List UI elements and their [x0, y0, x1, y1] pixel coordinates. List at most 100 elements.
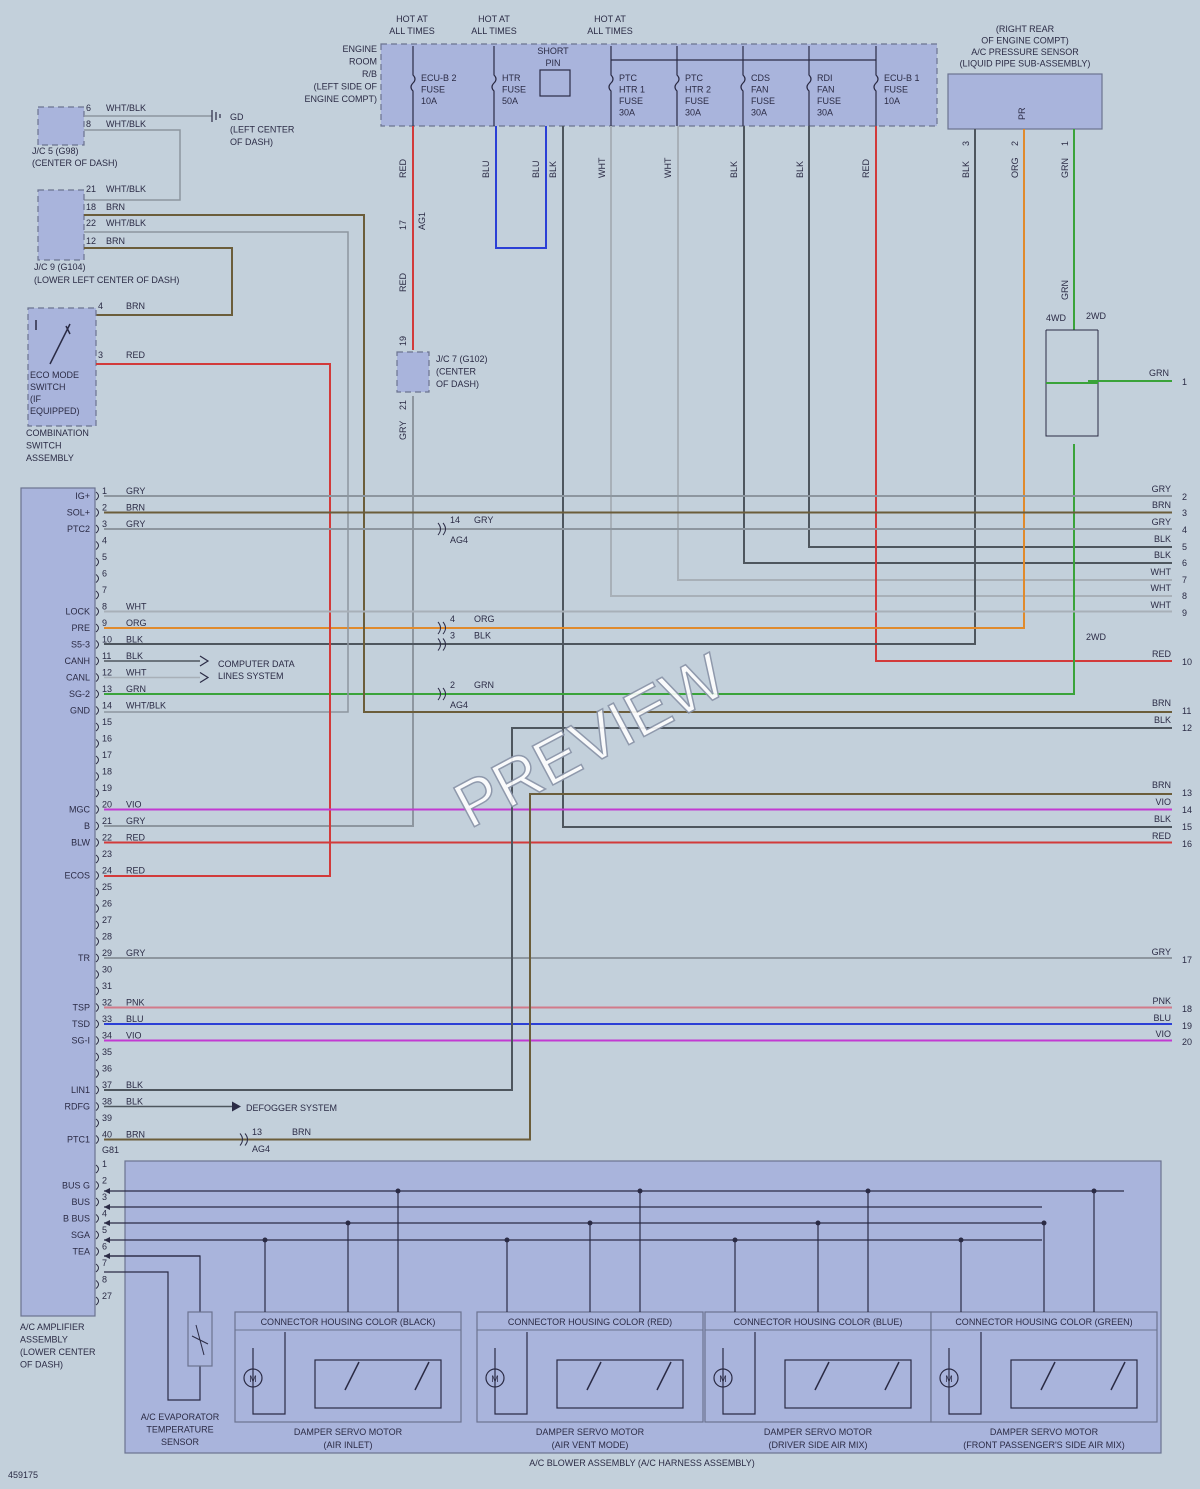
pin-name-tsd: TSD	[72, 1019, 91, 1029]
pin-number: 22	[86, 218, 96, 228]
wire-color-label: BLK	[1154, 550, 1171, 560]
wire-color-label: PNK	[1152, 996, 1171, 1006]
pin-bracket	[95, 1036, 99, 1045]
wire-color-label: RED	[126, 866, 146, 876]
relay-block-label: ROOM	[349, 57, 377, 67]
pin-bracket	[95, 557, 99, 567]
pin-bracket	[95, 1003, 99, 1012]
wd-label: 2WD	[1086, 632, 1107, 642]
pin-number: 6	[86, 103, 91, 113]
pressure-sensor-title: A/C PRESSURE SENSOR	[971, 47, 1079, 57]
wire-color-label: RED	[1152, 649, 1172, 659]
evap-sensor-label: A/C EVAPORATOR	[141, 1412, 220, 1422]
pin-name-sg-2: SG-2	[69, 689, 90, 699]
pin-number: 24	[102, 866, 112, 876]
wire-blk-lin1	[104, 727, 1172, 1091]
pin-bracket	[95, 937, 99, 946]
blower-assembly-label: A/C BLOWER ASSEMBLY (A/C HARNESS ASSEMBL…	[529, 1458, 755, 1468]
pin-number: 8	[86, 119, 91, 129]
pin-number: 7	[102, 585, 107, 595]
wire-color-label: GRY	[1152, 517, 1171, 527]
pin-bracket	[95, 772, 99, 781]
servo-name: (FRONT PASSENGER'S SIDE AIR MIX)	[963, 1440, 1124, 1450]
pin-number: 12	[102, 668, 112, 678]
wire-color-label: BRN	[106, 236, 125, 246]
pin-number: 38	[102, 1097, 112, 1107]
pin-bracket	[95, 854, 99, 864]
fuse-label: CDS	[751, 73, 770, 83]
wire-color-label: BLK	[126, 635, 143, 645]
fuse-label: FUSE	[884, 85, 908, 95]
connector-pin-number: 4	[1182, 525, 1187, 535]
pin-number: 17	[102, 750, 112, 760]
wire-grn-sg2	[104, 444, 1075, 695]
wire-color-label: WHT/BLK	[106, 218, 146, 228]
amplifier-label: (LOWER CENTER	[20, 1347, 96, 1357]
pin-name-canl: CANL	[66, 673, 90, 683]
fuse-symbol	[491, 46, 497, 126]
motor-wire	[948, 1332, 982, 1415]
servo-name: (AIR VENT MODE)	[552, 1440, 629, 1450]
pin-number: 30	[102, 965, 112, 975]
wire-color-label: WHT	[1151, 600, 1172, 610]
pin-number: 27	[102, 915, 112, 925]
fuse-label: HTR 1	[619, 85, 645, 95]
wire-color-label: GRY	[1152, 484, 1171, 494]
arrow-icon	[104, 1188, 110, 1194]
wire-color-label: GRY	[474, 515, 493, 525]
fuse-label: RDI	[817, 73, 833, 83]
pin-bracket	[95, 706, 99, 715]
fuse-label: PTC	[685, 73, 704, 83]
servo-switch-group	[556, 1359, 684, 1409]
pin-name-lin1: LIN1	[71, 1085, 90, 1095]
connector-pin-number: 8	[1182, 591, 1187, 601]
pin-name: BUS G	[62, 1181, 90, 1191]
pin-number: 22	[102, 833, 112, 843]
wire-color-label: BLK	[126, 651, 143, 661]
wire-color-label: WHT	[1151, 567, 1172, 577]
fuse-label: 30A	[817, 108, 833, 118]
junction-dot	[504, 1237, 510, 1243]
pin-bracket	[95, 1197, 99, 1207]
pin-name-tr: TR	[78, 953, 90, 963]
pin-number: 21	[102, 816, 112, 826]
defogger-label: DEFOGGER SYSTEM	[246, 1103, 337, 1113]
wire-color-label: WHT/BLK	[106, 184, 146, 194]
pin-number: 18	[86, 202, 96, 212]
pin-bracket	[95, 1214, 99, 1223]
pin-number: 36	[102, 1064, 112, 1074]
connector-pin-number: 9	[1182, 608, 1187, 618]
pin-number: 3	[450, 631, 455, 641]
pin-bracket	[95, 904, 99, 913]
wire-color-label: BLK	[1154, 814, 1171, 824]
pin-name-b: B	[84, 821, 90, 831]
fuse-label: 30A	[751, 108, 767, 118]
wire-color-label: GRY	[398, 421, 408, 440]
pin-bracket	[95, 1296, 99, 1306]
fuse-label: FAN	[751, 85, 769, 95]
fuse-label: 50A	[502, 96, 518, 106]
fuse-label: FUSE	[502, 85, 526, 95]
connector-pin-number: 2	[1182, 492, 1187, 502]
connector-id: AG4	[450, 535, 468, 545]
wire-color-label: WHT/BLK	[106, 119, 146, 129]
wire-color-label: RED	[126, 833, 146, 843]
junction-dot	[637, 1188, 643, 1194]
splice-symbol	[239, 1133, 248, 1146]
wire-color-label: RED	[1152, 831, 1172, 841]
pin-bracket	[95, 1280, 99, 1289]
pressure-sensor-title: OF ENGINE COMPT)	[981, 36, 1069, 46]
pin-bracket	[95, 722, 99, 732]
wire-color-label: BRN	[1152, 698, 1171, 708]
pin-name: B BUS	[63, 1214, 90, 1224]
eco-switch-label: (IF	[30, 394, 41, 404]
eco-switch-label: ECO MODE	[30, 370, 79, 380]
pin-number: 4	[98, 301, 103, 311]
wire-color-label: WHT	[597, 157, 607, 178]
pin-number: 1	[1060, 141, 1070, 146]
fuse-label: 10A	[884, 96, 900, 106]
pin-bracket	[95, 640, 99, 649]
preview-watermark: PREVIEW	[442, 639, 737, 841]
connector-pin-number: 10	[1182, 657, 1192, 667]
jc9-label: (LOWER LEFT CENTER OF DASH)	[34, 275, 179, 285]
